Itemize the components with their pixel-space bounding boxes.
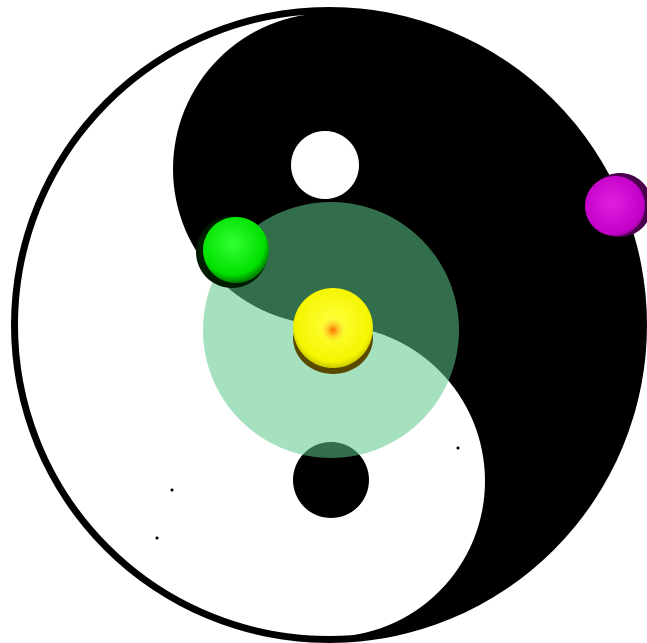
speck	[171, 489, 174, 492]
yellow-orb[interactable]	[293, 288, 373, 374]
speck	[457, 447, 460, 450]
white-eye	[291, 131, 359, 199]
speck	[156, 537, 159, 540]
